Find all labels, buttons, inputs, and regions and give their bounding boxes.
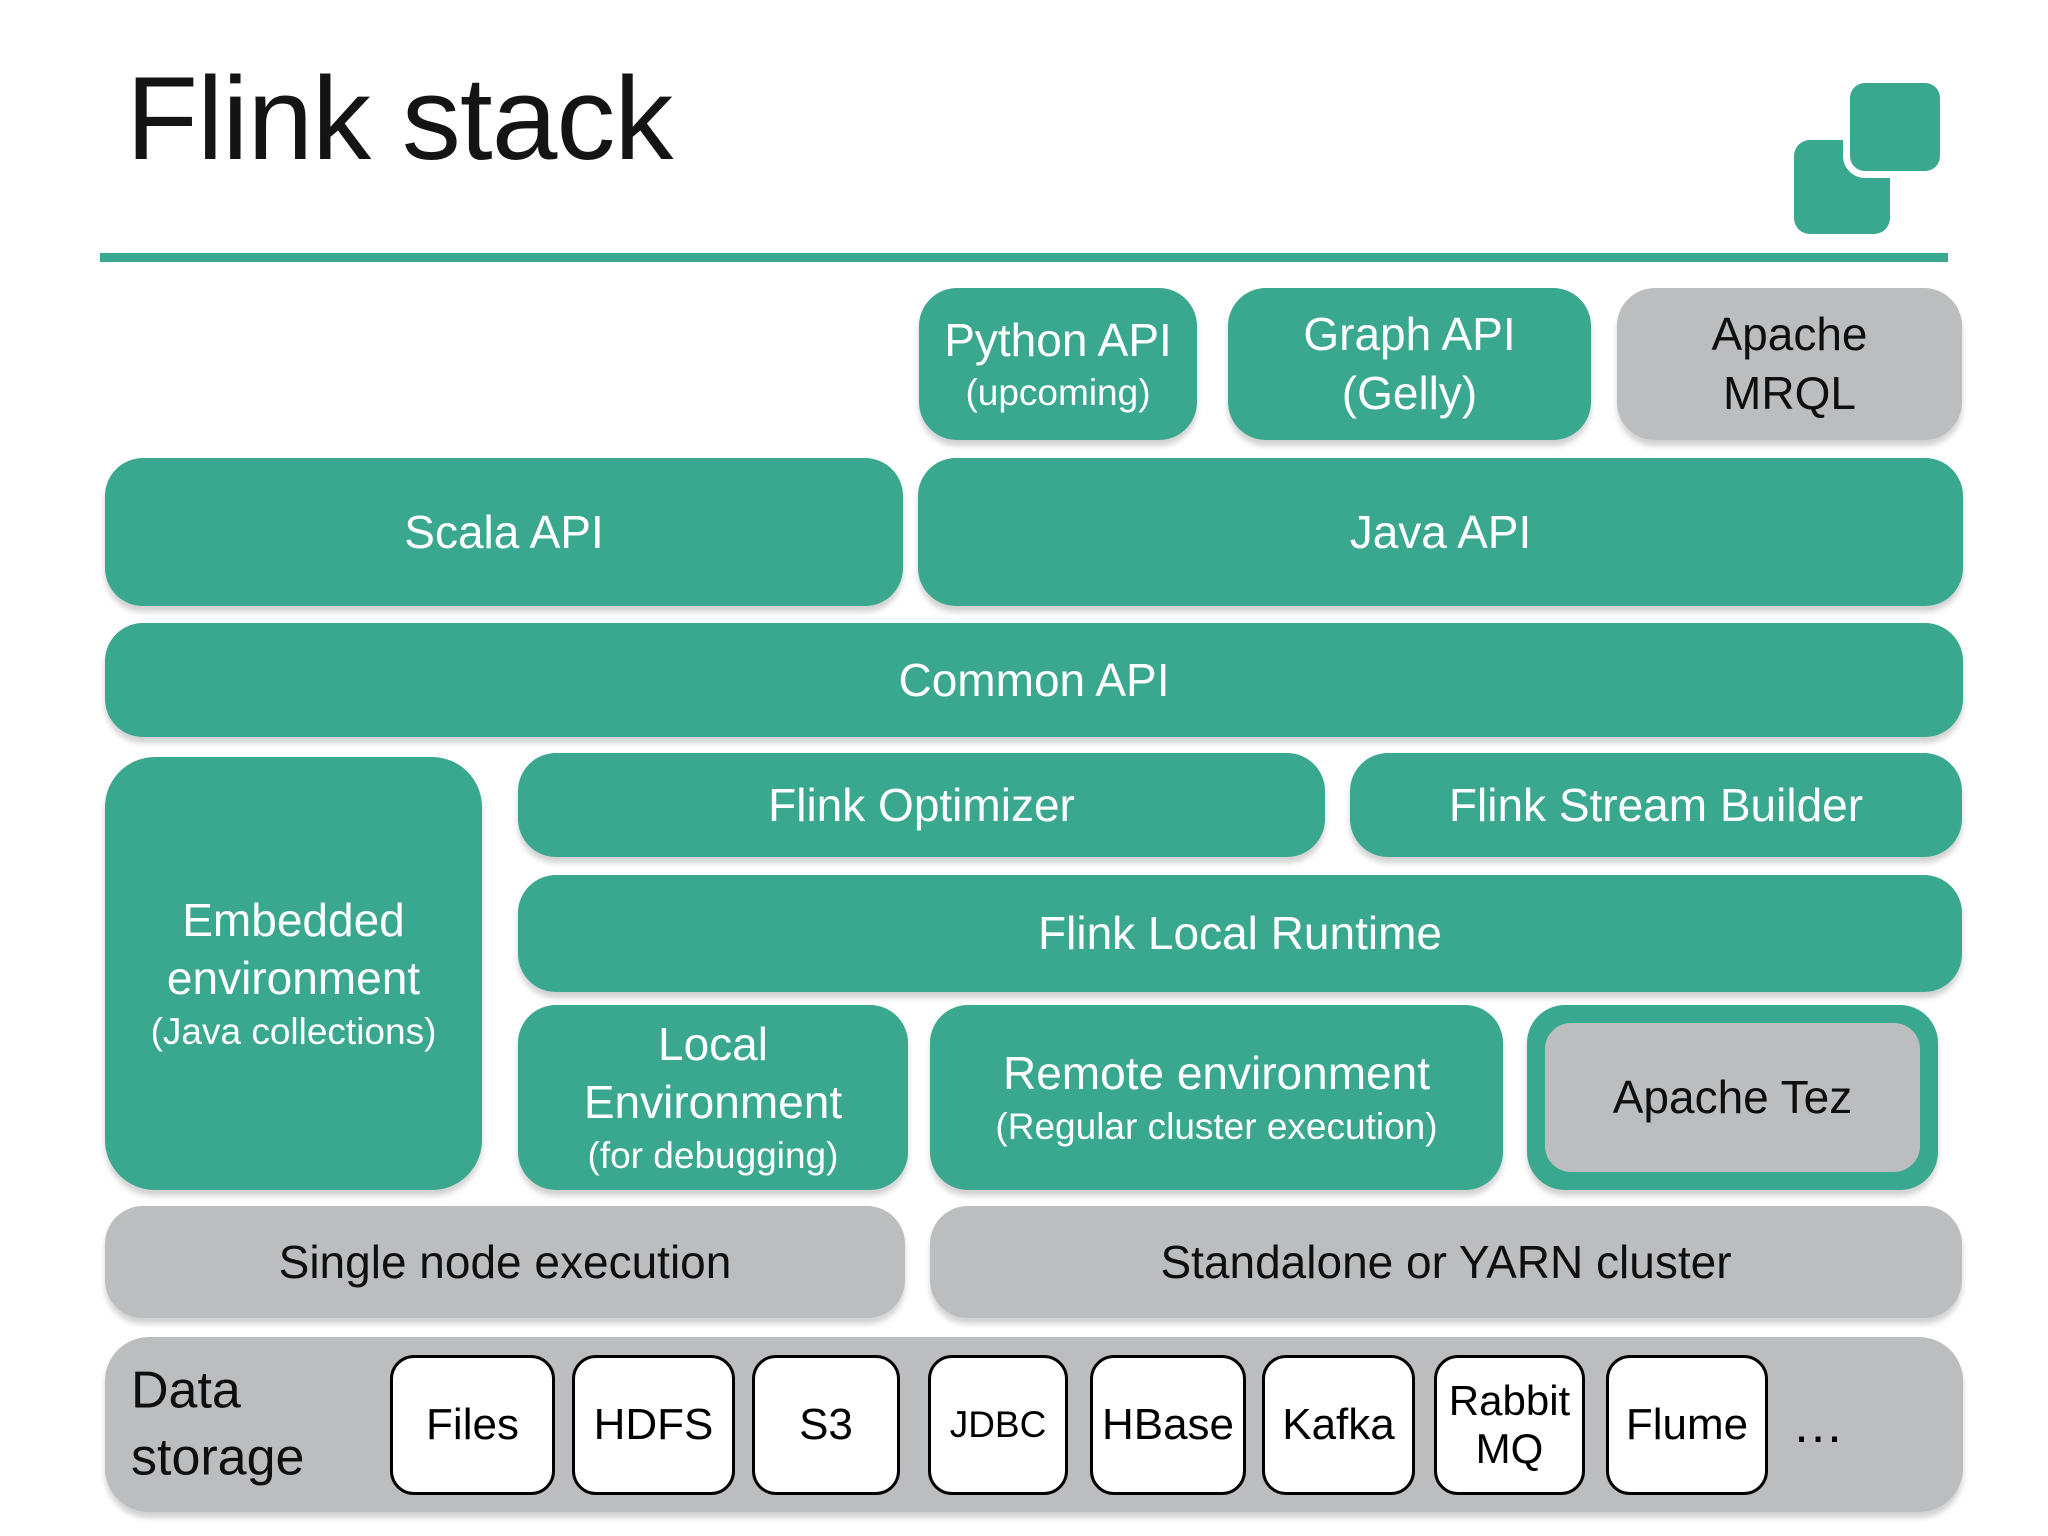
box-scala-api: Scala API <box>105 458 903 606</box>
box-standalone-yarn-cluster: Standalone or YARN cluster <box>930 1206 1962 1318</box>
box-remote-environment: Remote environment (Regular cluster exec… <box>930 1005 1503 1190</box>
storage-item-files: Files <box>390 1355 555 1495</box>
storage-item-flume: Flume <box>1606 1355 1768 1495</box>
box-label: Flink Stream Builder <box>1448 778 1864 831</box>
box-flink-local-runtime: Flink Local Runtime <box>518 875 1962 992</box>
box-flink-stream-builder: Flink Stream Builder <box>1350 753 1962 857</box>
box-label: Common API <box>898 653 1170 706</box>
logo-front-square-icon <box>1843 76 1947 178</box>
box-label: Flink Optimizer <box>768 778 1075 831</box>
box-local-environment: Local Environment (for debugging) <box>518 1005 908 1190</box>
box-apache-tez: Apache Tez <box>1527 1005 1938 1190</box>
box-label: Python API <box>944 313 1172 366</box>
data-storage-label: Data storage <box>131 1360 305 1487</box>
box-label: Local Environment <box>583 1017 843 1129</box>
box-label: Apache Tez <box>1612 1071 1853 1124</box>
box-embedded-environment: Embedded environment (Java collections) <box>105 757 482 1190</box>
box-sublabel: (upcoming) <box>965 372 1151 414</box>
box-label: Java API <box>1349 505 1532 558</box>
box-label: Embedded environment <box>166 893 421 1005</box>
box-flink-optimizer: Flink Optimizer <box>518 753 1325 857</box>
storage-item-s3: S3 <box>752 1355 900 1495</box>
box-label: Single node execution <box>278 1235 732 1288</box>
box-sublabel: (Java collections) <box>150 1011 437 1053</box>
storage-item-rabbitmq: Rabbit MQ <box>1434 1355 1585 1495</box>
box-label: Apache MRQL <box>1711 308 1868 419</box>
box-common-api: Common API <box>105 623 1963 737</box>
box-label: Scala API <box>404 505 604 558</box>
box-label: Flink Local Runtime <box>1038 907 1442 960</box>
apache-tez-inner-panel: Apache Tez <box>1545 1023 1920 1172</box>
page-title: Flink stack <box>126 53 673 185</box>
box-graph-api: Graph API (Gelly) <box>1228 288 1591 440</box>
box-sublabel: (Regular cluster execution) <box>995 1105 1438 1147</box>
box-sublabel: (for debugging) <box>587 1135 839 1177</box>
box-label: Graph API (Gelly) <box>1303 308 1516 419</box>
box-single-node-execution: Single node execution <box>105 1206 905 1318</box>
storage-item-kafka: Kafka <box>1262 1355 1415 1495</box>
storage-item-jdbc: JDBC <box>928 1355 1068 1495</box>
box-apache-mrql: Apache MRQL <box>1617 288 1962 440</box>
data-storage-bar: Data storage Files HDFS S3 JDBC HBase Ka… <box>105 1337 1963 1512</box>
box-label: Remote environment <box>1003 1047 1430 1100</box>
box-label: Standalone or YARN cluster <box>1160 1235 1732 1288</box>
storage-more-ellipsis: … <box>1792 1396 1844 1454</box>
storage-item-hdfs: HDFS <box>572 1355 735 1495</box>
box-python-api: Python API (upcoming) <box>919 288 1197 440</box>
box-java-api: Java API <box>918 458 1963 606</box>
storage-item-hbase: HBase <box>1090 1355 1246 1495</box>
title-underline <box>100 253 1948 262</box>
